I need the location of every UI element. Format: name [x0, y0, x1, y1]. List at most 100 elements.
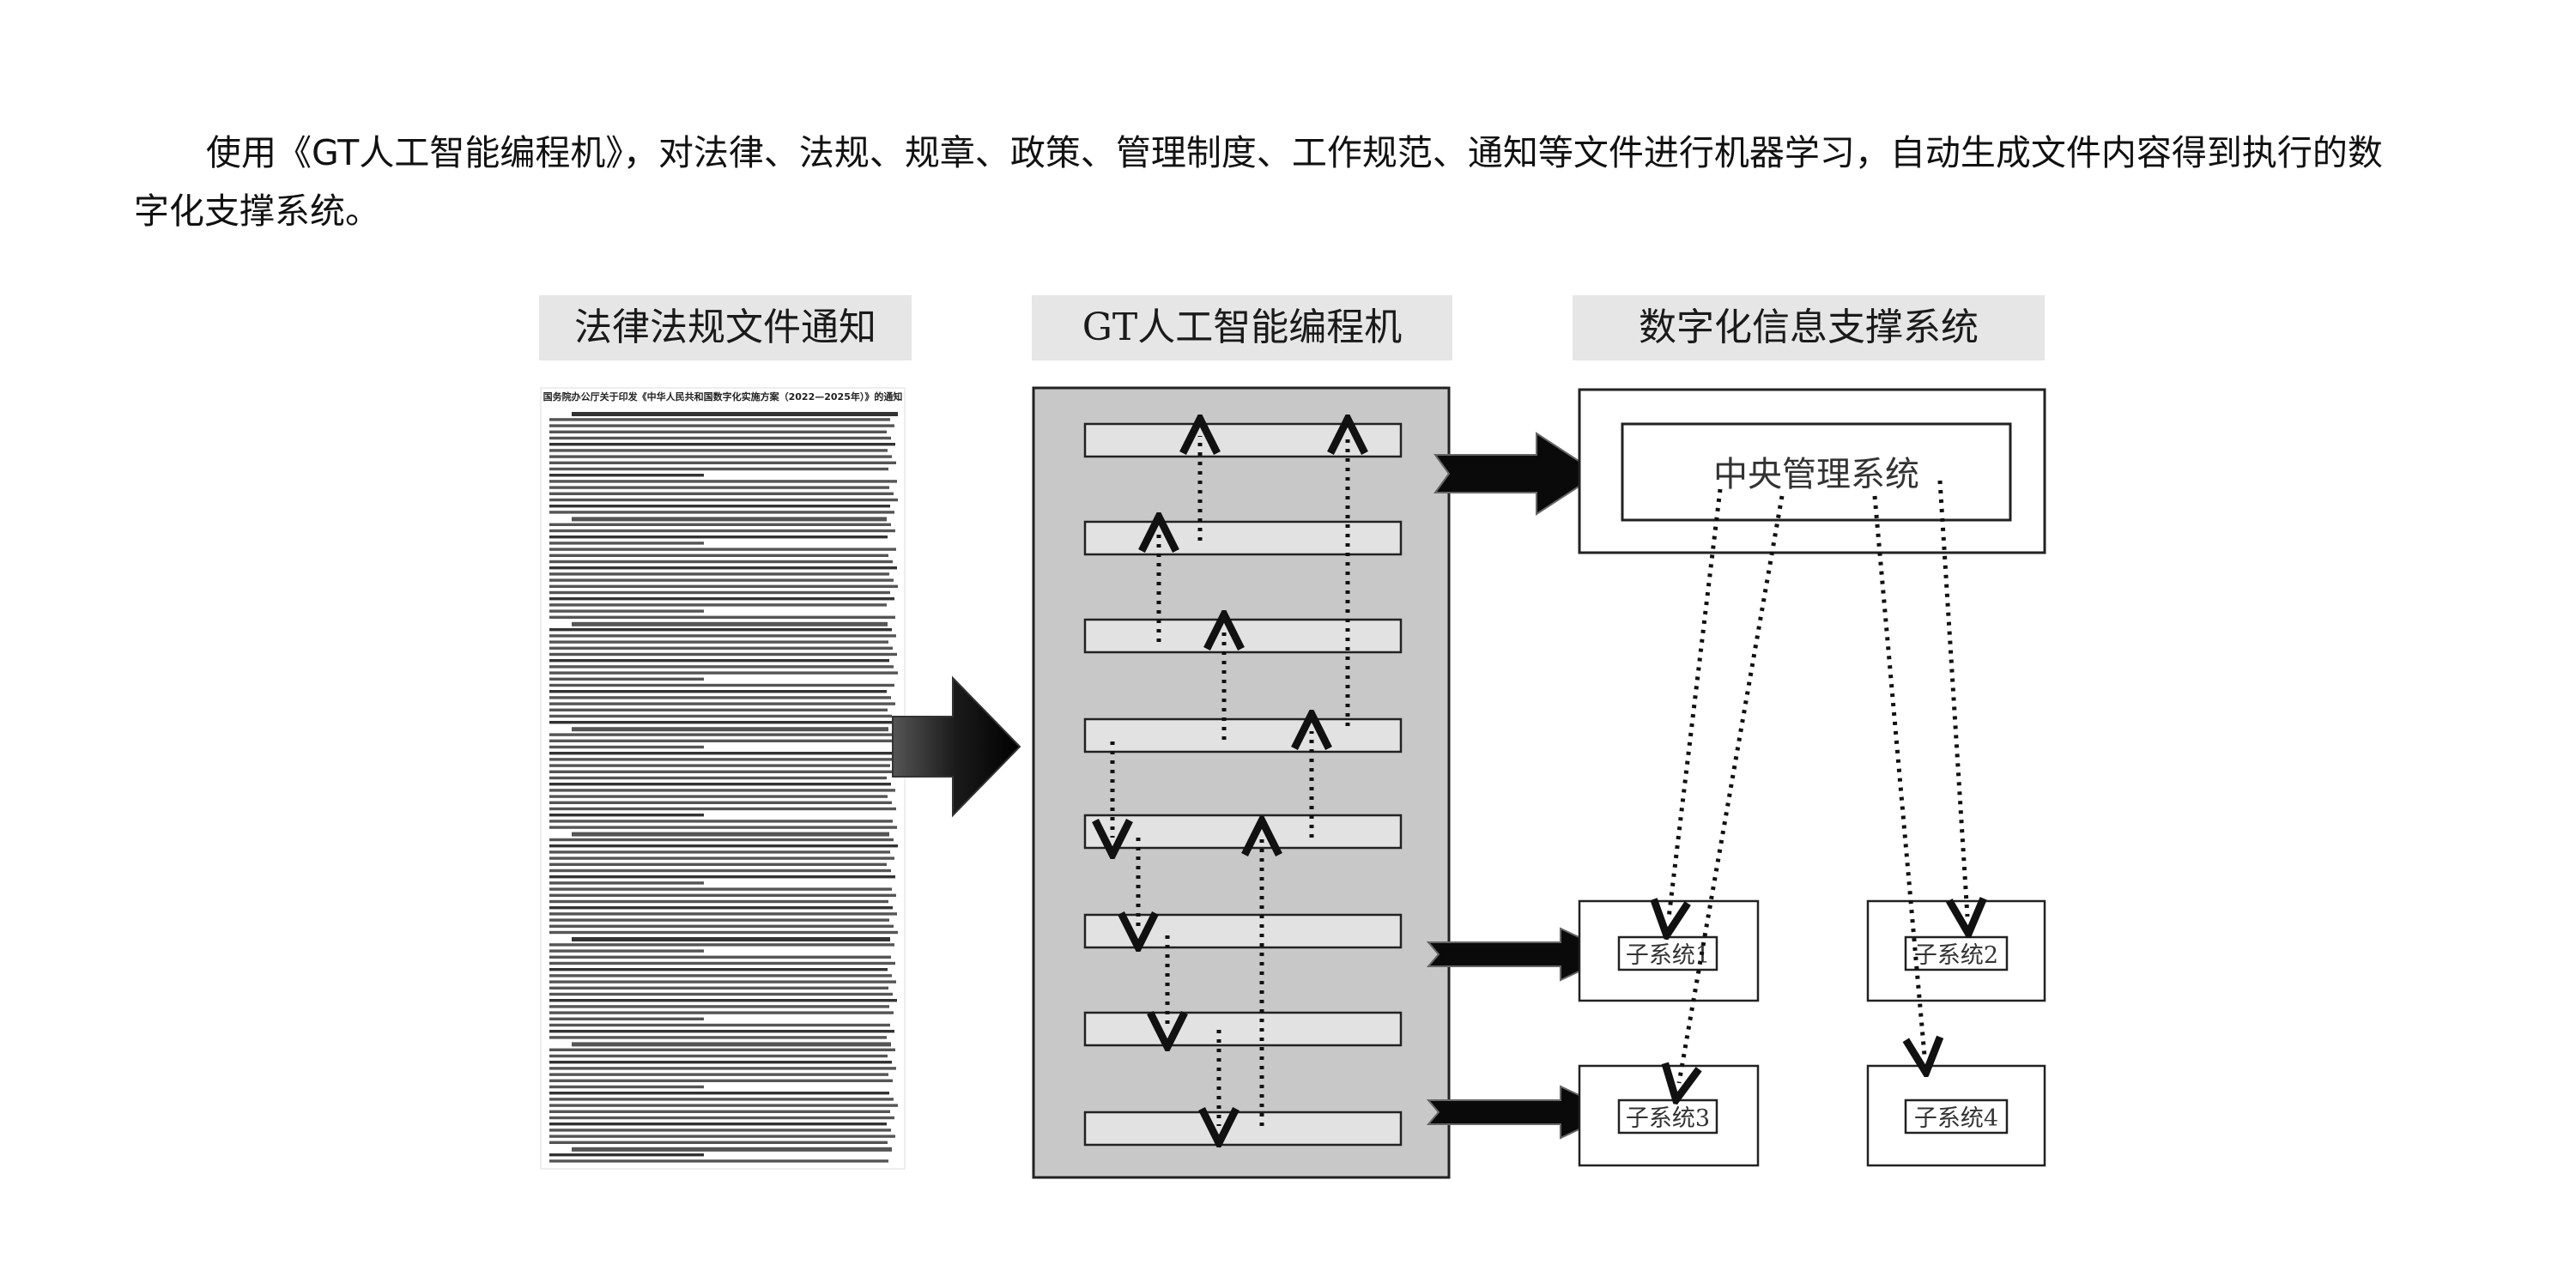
document-text-line [549, 906, 893, 910]
document-text-line [549, 838, 894, 842]
document-text-line [549, 955, 891, 959]
document-text-line [549, 1153, 704, 1157]
document-text-line [549, 646, 893, 650]
document-text-line [549, 590, 890, 595]
subsystem-1-label: 子系统1 [1626, 942, 1710, 969]
machine-bar [1083, 618, 1403, 654]
document-text-line [549, 578, 894, 582]
document-text-line [549, 1005, 889, 1008]
document-text-line [572, 937, 890, 941]
machine-bar [1083, 1011, 1403, 1047]
document-text-line [549, 930, 898, 935]
document-text-line [549, 1030, 894, 1033]
document-text-line [549, 523, 891, 526]
document-text-line [549, 949, 704, 953]
document-heading: 国务院办公厅关于印发《中华人民共和国数字化实施方案（2022—2025年）》的通… [543, 390, 903, 402]
document-text-line [549, 572, 889, 576]
document-text-line [549, 1104, 898, 1107]
document-text-line [572, 621, 888, 626]
document-text-line [549, 764, 890, 767]
document-text-line [549, 721, 896, 724]
document-text-line [549, 683, 894, 687]
document-text-line [549, 862, 887, 866]
document-text-line [549, 999, 897, 1002]
document-text-line [549, 783, 891, 786]
document-text-line [549, 584, 898, 588]
machine-to-subsystem3-arrow [1426, 1085, 1618, 1140]
document-text-line [549, 881, 704, 885]
document-text-line [549, 961, 895, 965]
document-text-line [549, 1011, 894, 1014]
document-text-line [549, 776, 887, 780]
document-text-line [549, 449, 888, 452]
documents-title: 法律法规文件通知 [539, 295, 912, 360]
document-text-line [549, 868, 891, 873]
document-text-line [549, 974, 892, 977]
machine-bar [1083, 1111, 1403, 1147]
document-text-line [549, 436, 891, 440]
document-text-line [549, 652, 897, 657]
document-text-line [549, 899, 888, 904]
document-text-line [549, 992, 893, 996]
system-title: 数字化信息支撑系统 [1573, 295, 2045, 360]
machine-bar [1083, 717, 1403, 753]
document-text-line [549, 461, 896, 464]
document-text-line [549, 597, 894, 601]
document-text-line [549, 659, 889, 663]
programming-machine-panel [1032, 386, 1451, 1179]
document-text-line [549, 1023, 890, 1027]
document-text-line [549, 801, 892, 804]
central-system-label: 中央管理系统 [1713, 455, 1919, 494]
intro-paragraph-line2: 字化支撑系统。 [134, 191, 380, 232]
subsystem-2-box: 子系统2 [1866, 899, 2046, 1002]
document-text-line [549, 554, 888, 557]
subsystem-3-label: 子系统3 [1626, 1105, 1710, 1132]
document-text-line [549, 814, 704, 817]
subsystem-4-label: 子系统4 [1914, 1105, 1998, 1132]
document-text-line [549, 628, 892, 632]
document-text-line [549, 1054, 888, 1058]
document-text-line [549, 752, 894, 755]
document-text-line [549, 455, 892, 458]
document-text-line [549, 918, 889, 922]
document-text-line [549, 671, 898, 675]
subsystem-1-box: 子系统1 [1578, 899, 1760, 1002]
document-text-line [549, 640, 888, 644]
document-text-line [572, 832, 889, 837]
document-text-line [549, 536, 888, 539]
document-text-line [549, 467, 888, 471]
document-text-line [549, 1036, 887, 1039]
subsystem-2-label: 子系统2 [1914, 942, 1998, 969]
subsystem-3-box: 子系统3 [1578, 1064, 1760, 1167]
connector-central-to-subsystem1 [1669, 488, 1723, 918]
document-text-line [572, 517, 887, 522]
document-text-line [549, 505, 890, 508]
document-text-line [549, 424, 894, 427]
document-text-line [572, 727, 888, 732]
machine-bar [1083, 422, 1403, 458]
machine-bar [1083, 520, 1403, 556]
document-text-line [549, 443, 895, 446]
document-text-line [549, 875, 895, 879]
document-text-line [549, 826, 897, 829]
machine-dotted-connectors [1112, 436, 1348, 1126]
document-text-line [549, 745, 704, 749]
document-text-line [549, 702, 895, 705]
document-text-line [549, 739, 897, 742]
document-text-line [549, 665, 894, 669]
machine-bar [1083, 814, 1403, 850]
machine-to-subsystem1-arrow [1426, 927, 1618, 982]
document-text-line [549, 560, 893, 564]
document-text-line [549, 542, 704, 545]
document-text-line [549, 1017, 704, 1020]
document-text-line [549, 430, 887, 433]
intro-paragraph-line1: 使用《GT人工智能编程机》，对法律、法规、规章、政策、管理制度、工作规范、通知等… [206, 132, 2383, 173]
document-text-line [549, 486, 889, 489]
document-text-line [549, 1079, 893, 1082]
document-text-line [572, 1042, 891, 1047]
document-to-machine-arrow [892, 675, 1021, 818]
document-text-line [549, 1135, 895, 1138]
document-text-line [549, 418, 890, 421]
document-text-line [549, 1048, 895, 1051]
document-text-line [549, 634, 896, 638]
